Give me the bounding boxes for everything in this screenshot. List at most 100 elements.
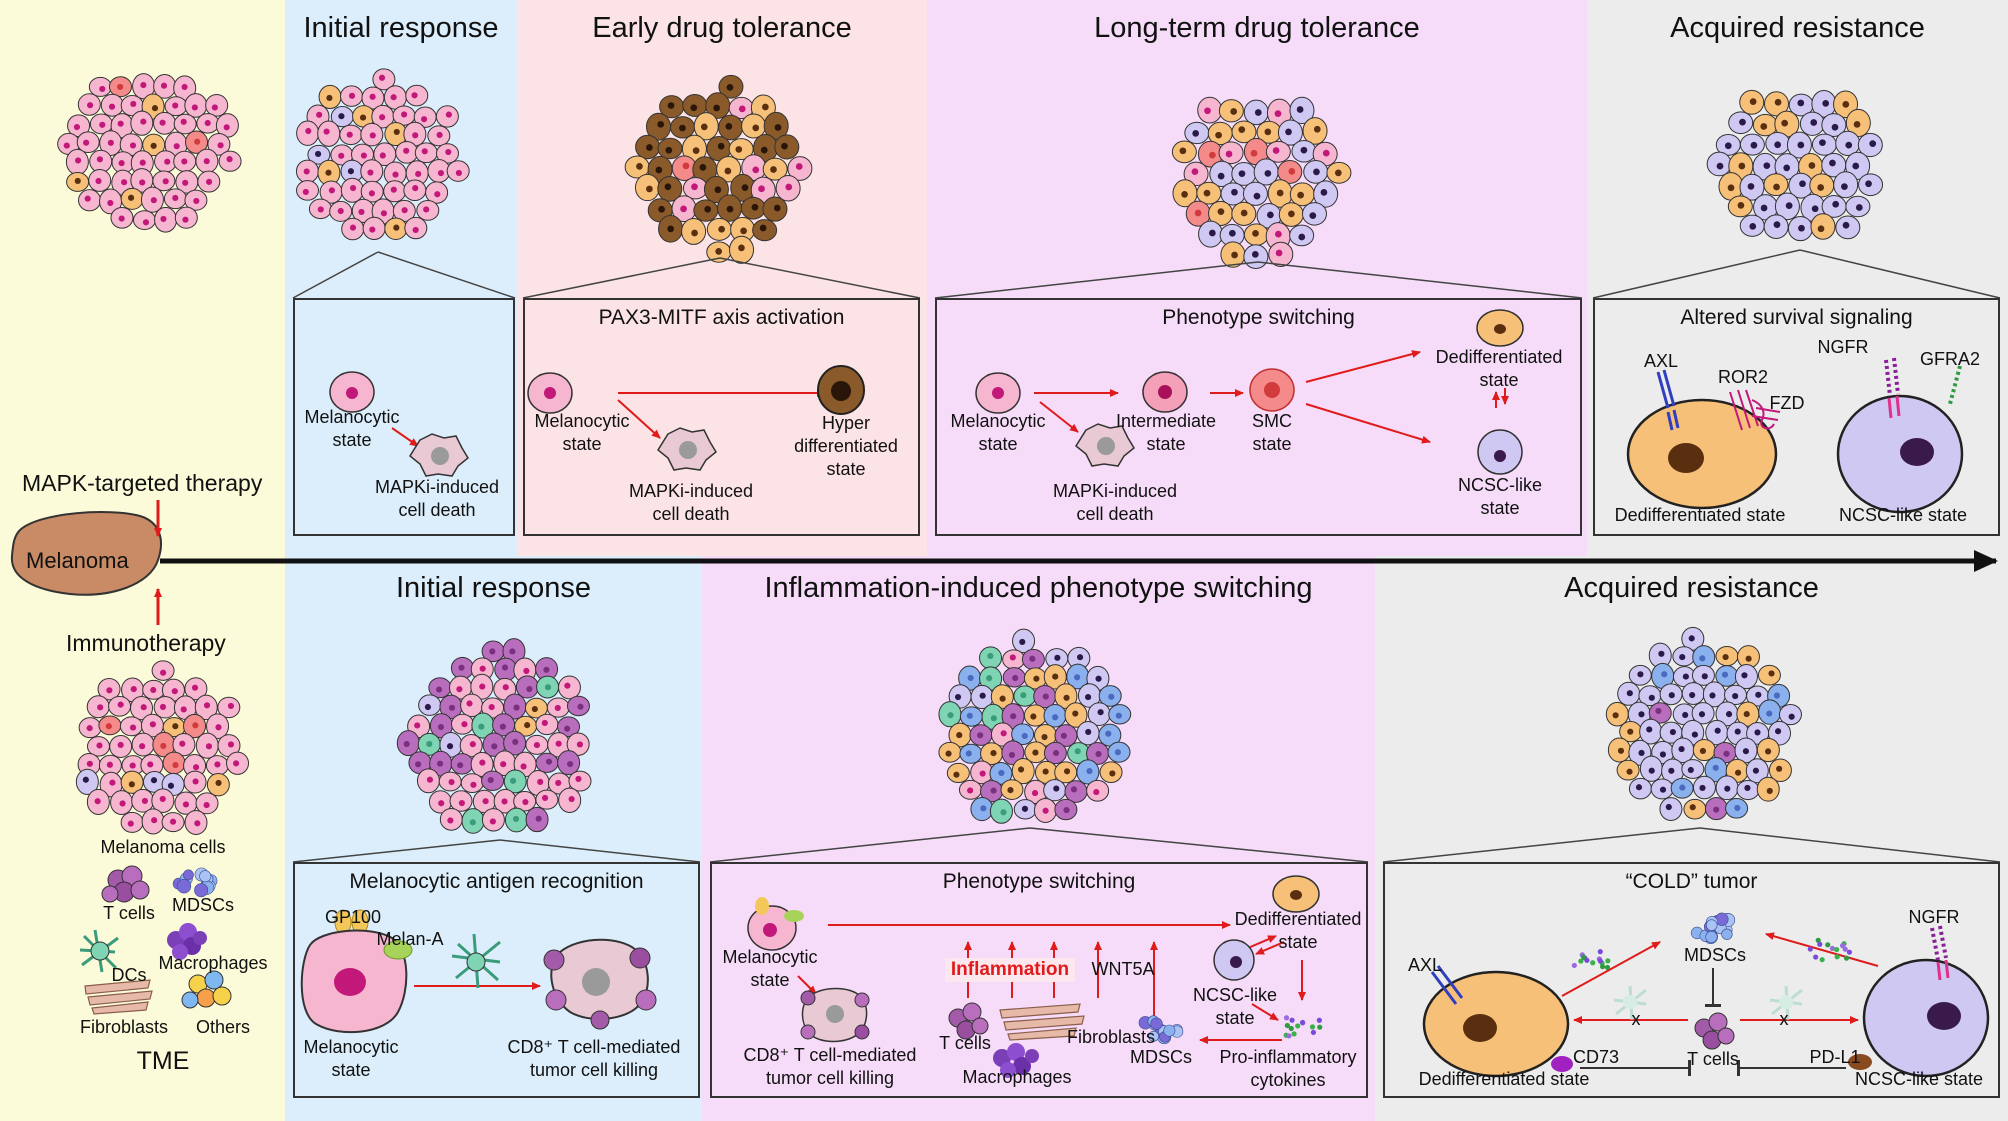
b3-cytokines-right-icon [1807,937,1853,963]
b3-faded-dc-right [1769,985,1803,1021]
inflammation-arrows [964,941,1158,1018]
inflammation-highlight [945,958,1075,982]
axl-label: AXL [1643,351,1679,371]
b2-killing-label: CD8⁺ T cell-mediated tumor cell killing [743,1045,917,1088]
b3-ngfr-label: NGFR [1908,907,1960,927]
b2-melanocytic-cell [747,897,804,951]
top-long-band [927,0,1587,556]
b3-axl-receptor-icon [1430,965,1464,1005]
t3-death-label: MAPKi-induced cell death [1052,481,1178,524]
b3-t-cells-icon [1694,1012,1735,1050]
b3-ncsc-label: NCSC-like state [1854,1069,1984,1089]
t4-ncsc-cell [1836,394,1964,514]
pd-l1-marker [1848,1054,1872,1070]
pd-l1-label: PD-L1 [1809,1047,1861,1067]
b3-x-right: x [1779,1009,1789,1029]
t1-death-arrow [391,427,419,447]
tumor-cluster-initial-bottom [396,638,592,834]
t3-ncsc-cell [1477,429,1523,475]
tumor-cluster-initial-top [295,68,470,241]
b1-killing-label: CD8⁺ T cell-mediated tumor cell killing [507,1037,681,1080]
gfra2-receptor-icon [1948,365,1962,405]
mapk-therapy-label: MAPK-targeted therapy [22,470,263,496]
t3-melanocytic-cell [975,372,1021,414]
t3-melanocytic-label: Melanocytic state [950,411,1046,454]
top-early-box: PAX3-MITF axis activation [523,298,920,536]
zoom-lines [292,249,2001,863]
top-long-box-title: Phenotype switching [1162,306,1355,329]
b3-dediff-cell [1422,970,1570,1078]
t3-arrow-dediff [1305,350,1421,383]
b2-ncsc-label: NCSC-like state [1192,985,1277,1028]
bottom-acquired-title: Acquired resistance [1564,572,1819,604]
ror2-label: ROR2 [1717,367,1768,387]
cd73-label: CD73 [1572,1047,1620,1067]
t3-death-arrow [1039,401,1079,433]
tumor-cluster-long [1171,96,1352,269]
b2-macrophages-icon [993,1043,1039,1078]
b2-dediff-cell [1272,875,1320,913]
b2-killed-tumor-cell [800,987,870,1043]
b3-mdsc-center-icon [1690,912,1736,944]
b2-ncsc-cell [1213,939,1255,981]
gp100-antigen-icon [334,909,369,935]
inflammation-label: Inflammation [950,959,1070,980]
b3-axl-label: AXL [1407,955,1443,975]
tumor-cluster-inflammation [938,628,1132,824]
b2-fibroblasts-label: Fibroblasts [1066,1027,1156,1047]
top-long-box: Phenotype switching [935,298,1582,536]
t3-dediff-label: Dedifferentiated state [1435,347,1563,390]
b2-melanocytic-label: Melanocytic state [722,947,818,990]
legend-mdscs-label: MDSCs [172,895,234,915]
t3-smc-cell [1249,368,1295,412]
t2-death-arrow [617,399,661,439]
b2-cytokines-icon [1283,1015,1323,1039]
t3-arrow-ncsc [1305,403,1431,444]
axl-receptor-icon [1656,369,1680,431]
legend-mdscs-icon [172,867,218,898]
immunotherapy-label: Immunotherapy [66,630,226,656]
t4-dediff-label: Dedifferentiated state [1614,505,1786,525]
t2-hyper-label: Hyper differentiated state [794,413,898,479]
legend-fibroblasts-label: Fibroblasts [79,1017,169,1037]
legend-macrophages-icon [167,923,207,960]
legend-macrophages-label: Macrophages [158,953,268,973]
b3-ncsc-cell [1862,958,1990,1078]
bottom-initial-box-title: Melanocytic antigen recognition [349,870,644,893]
top-initial-box [293,298,515,536]
legend-fibroblasts-icon [84,979,153,1015]
b2-t-cells-icon [948,1002,989,1040]
b3-dediff-to-mdsc-arrow [1561,941,1661,997]
b2-ncsc-to-cytokines-arrow [1251,1003,1279,1021]
bottom-inflammation-title: Inflammation-induced phenotype switching [764,572,1313,604]
bottom-acquired-box-title: “COLD” tumor [1625,870,1758,893]
b3-t-cells-label: T cells [1687,1049,1739,1069]
tumor-cluster-left-bottom [75,660,250,835]
top-acquired-box-title: Altered survival signaling [1680,306,1913,329]
t2-death-label: MAPKi-induced cell death [628,481,754,524]
tumor-cluster-acquired-bottom [1605,626,1802,821]
melan-a-antigen-icon [383,940,413,960]
b2-dediff-label: Dedifferentiated state [1234,909,1362,952]
t2-melanocytic-cell [527,372,573,414]
wnt5a-label: WNT5A [1091,959,1155,979]
b2-mdscs-label: MDSCs [1130,1047,1192,1067]
top-early-box-title: PAX3-MITF axis activation [598,306,845,329]
melanoma-blob [10,511,162,596]
t3-intermediate-label: Intermediate state [1115,411,1217,454]
t4-dediff-cell [1626,398,1778,510]
b3-ncsc-to-mdsc-arrow [1765,932,1879,967]
t3-intermediate-cell [1142,371,1188,413]
ror2-fzd-receptor-icon [1729,389,1781,431]
b3-x-left: x [1631,1009,1641,1029]
ngfr-receptor-icon [1884,357,1901,419]
b2-switch-arrow-2 [1255,941,1285,955]
cd73-marker [1551,1056,1573,1072]
tumor-cluster-initial-left [57,73,242,233]
legend-dcs-icon [79,929,119,973]
b2-t-cells-label: T cells [939,1033,991,1053]
b1-dendritic-cell [451,933,501,989]
melan-a-label: Melan-A [376,929,444,949]
